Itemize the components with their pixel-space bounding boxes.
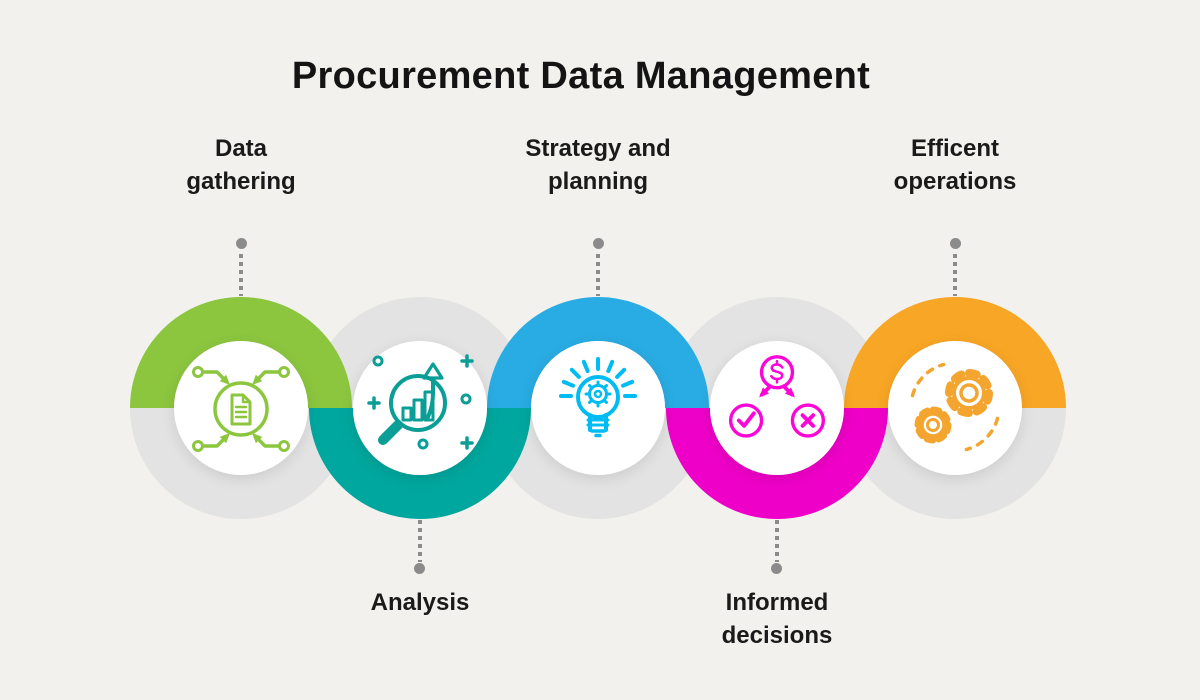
connector-line — [239, 254, 243, 296]
arc-data-gathering — [130, 297, 352, 408]
step-label-efficent-operations: Efficent operations — [893, 135, 1017, 195]
step-label-analysis: Analysis — [370, 589, 470, 616]
arc-efficent-operations — [844, 297, 1066, 408]
connector-line — [775, 520, 779, 562]
decision-branch-icon — [721, 351, 833, 463]
gears-icon — [899, 351, 1011, 463]
connector-dot — [950, 238, 961, 249]
connector-dot — [414, 563, 425, 574]
lightbulb-gear-icon — [542, 351, 654, 463]
step-label-data-gathering: Data gathering — [186, 135, 296, 195]
connector-dot — [593, 238, 604, 249]
connector-line — [418, 520, 422, 562]
connector-line — [953, 254, 957, 296]
arc-strategy-planning — [487, 297, 709, 408]
arc-informed-decisions — [666, 408, 888, 519]
step-label-informed-decisions: Informed decisions — [721, 589, 833, 649]
document-network-icon — [185, 351, 297, 463]
page-title: Procurement Data Management — [291, 55, 871, 97]
connector-line — [596, 254, 600, 296]
connector-dot — [771, 563, 782, 574]
connector-dot — [236, 238, 247, 249]
magnifier-chart-icon — [364, 351, 476, 463]
arc-analysis — [309, 408, 531, 519]
step-label-strategy-planning: Strategy and planning — [525, 135, 671, 195]
